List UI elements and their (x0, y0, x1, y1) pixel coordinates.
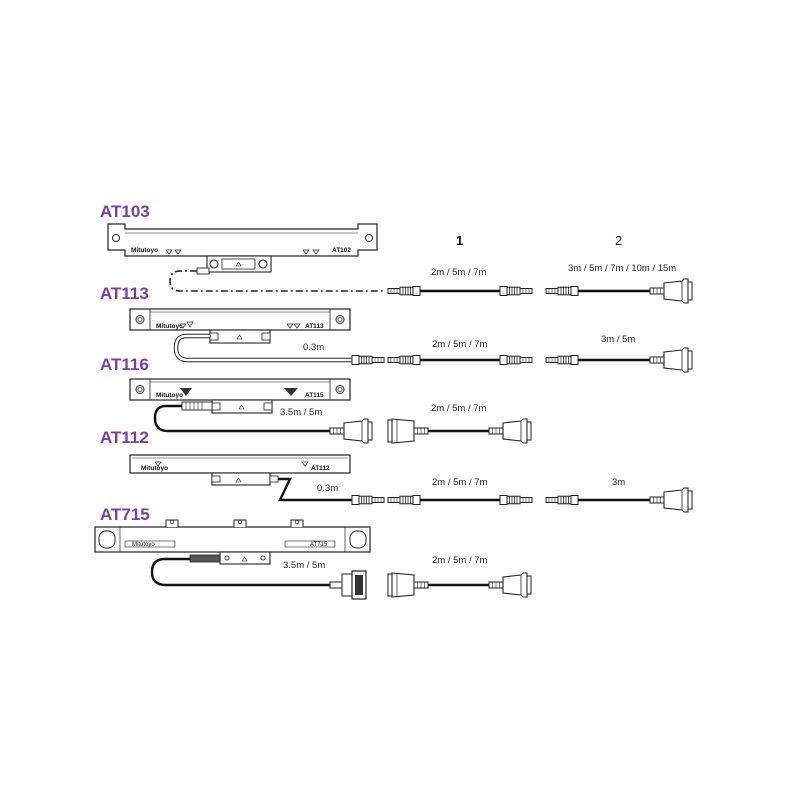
row4-lead-length: 0.3m (317, 483, 338, 494)
model-label-at116: AT116 (100, 355, 149, 374)
cable-at112-lead (278, 477, 352, 502)
row4-col1-cable (387, 495, 533, 505)
row3-col1-length: 2m / 5m / 7m (431, 403, 487, 414)
scale-at113: Mitutoyo AT113 (129, 308, 351, 344)
at112-lead-round-connector (351, 495, 385, 505)
column-header-1: 1 (456, 233, 463, 248)
scale-model-at113: AT113 (305, 323, 324, 330)
scale-at116: Mitutoyo AT115 (129, 378, 351, 414)
row4-col2-cable (545, 487, 693, 513)
row4-col2-length: 3m (612, 477, 625, 488)
model-label-at715: AT715 (100, 505, 150, 524)
cable-at715-lead (150, 557, 330, 587)
scale-model-at103: AT102 (332, 247, 351, 254)
scale-brand-at112: Mitutoyo (141, 465, 168, 472)
at116-lead-dsub-connector (329, 418, 373, 444)
scale-brand-at116: Mitutoyo (156, 392, 183, 399)
scale-brand-at103: Mitutoyo (131, 247, 158, 254)
scale-brand-at113: Mitutoyo (156, 323, 183, 330)
model-label-at112: AT112 (100, 428, 149, 447)
row5-col1-length: 2m / 5m / 7m (432, 555, 488, 566)
scale-model-at715: AT715 (310, 542, 328, 548)
row1-col1-cable (387, 286, 533, 296)
row2-col2-cable (545, 347, 693, 373)
row5-col1-cable (387, 572, 532, 598)
row4-col1-length: 2m / 5m / 7m (432, 477, 488, 488)
row2-col2-length: 3m / 5m (601, 334, 635, 345)
model-label-at103: AT103 (100, 202, 150, 221)
row1-col1-length: 2m / 5m / 7m (431, 267, 487, 278)
row1-col2-length: 3m / 5m / 7m / 10m / 15m (568, 263, 676, 274)
row2-lead-length: 0.3m (303, 342, 324, 353)
scale-at112: Mitutoyo AT112 (129, 454, 351, 486)
scale-model-at112: AT112 (311, 465, 330, 472)
scale-model-at116: AT115 (305, 392, 324, 399)
row3-col1-cable (387, 418, 532, 444)
scale-brand-at715: Mitutoyo (132, 542, 155, 548)
row2-col1-cable (387, 355, 533, 365)
column-header-2: 2 (615, 233, 622, 248)
row1-col2-cable (545, 278, 693, 304)
at715-lead-dsub-connector (329, 570, 367, 600)
row5-lead-length: 3.5m / 5m (283, 560, 325, 571)
cable-at103-lead (169, 270, 385, 292)
row2-col1-length: 2m / 5m / 7m (432, 339, 488, 350)
at113-lead-round-connector (351, 355, 385, 365)
cable-at116-lead (153, 404, 330, 433)
row3-lead-length: 3.5m / 5m (280, 407, 322, 418)
scale-at715: Mitutoyo AT715 (94, 519, 371, 565)
model-label-at113: AT113 (100, 284, 149, 303)
scale-at103: Mitutoyo AT102 (107, 223, 378, 275)
